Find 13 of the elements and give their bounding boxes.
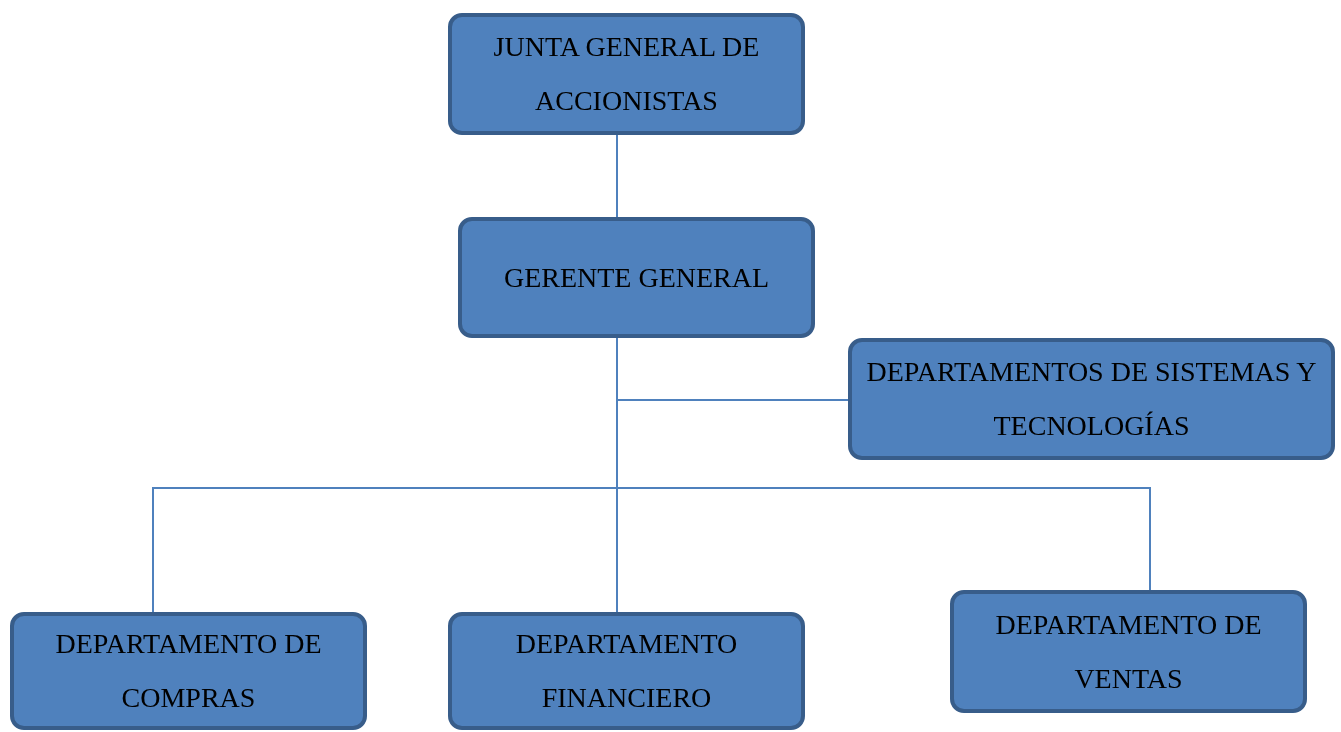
box-label: JUNTA GENERAL DE ACCIONISTAS: [492, 30, 761, 118]
org-box: [448, 13, 805, 135]
box-label: DEPARTAMENTO DE COMPRAS: [54, 627, 323, 715]
org-box: [848, 338, 1335, 460]
box-label: GERENTE GENERAL: [503, 260, 770, 295]
box-label: DEPARTAMENTOS DE SISTEMAS Y TECNOLOGÍAS: [865, 355, 1318, 443]
box-label: DEPARTAMENTO FINANCIERO: [514, 627, 739, 715]
org-box: [448, 612, 805, 730]
org-box: [458, 217, 815, 338]
box-label: DEPARTAMENTO DE VENTAS: [994, 607, 1263, 696]
org-box: [10, 612, 367, 730]
connector-line: [616, 134, 618, 218]
org-box: [950, 590, 1307, 713]
